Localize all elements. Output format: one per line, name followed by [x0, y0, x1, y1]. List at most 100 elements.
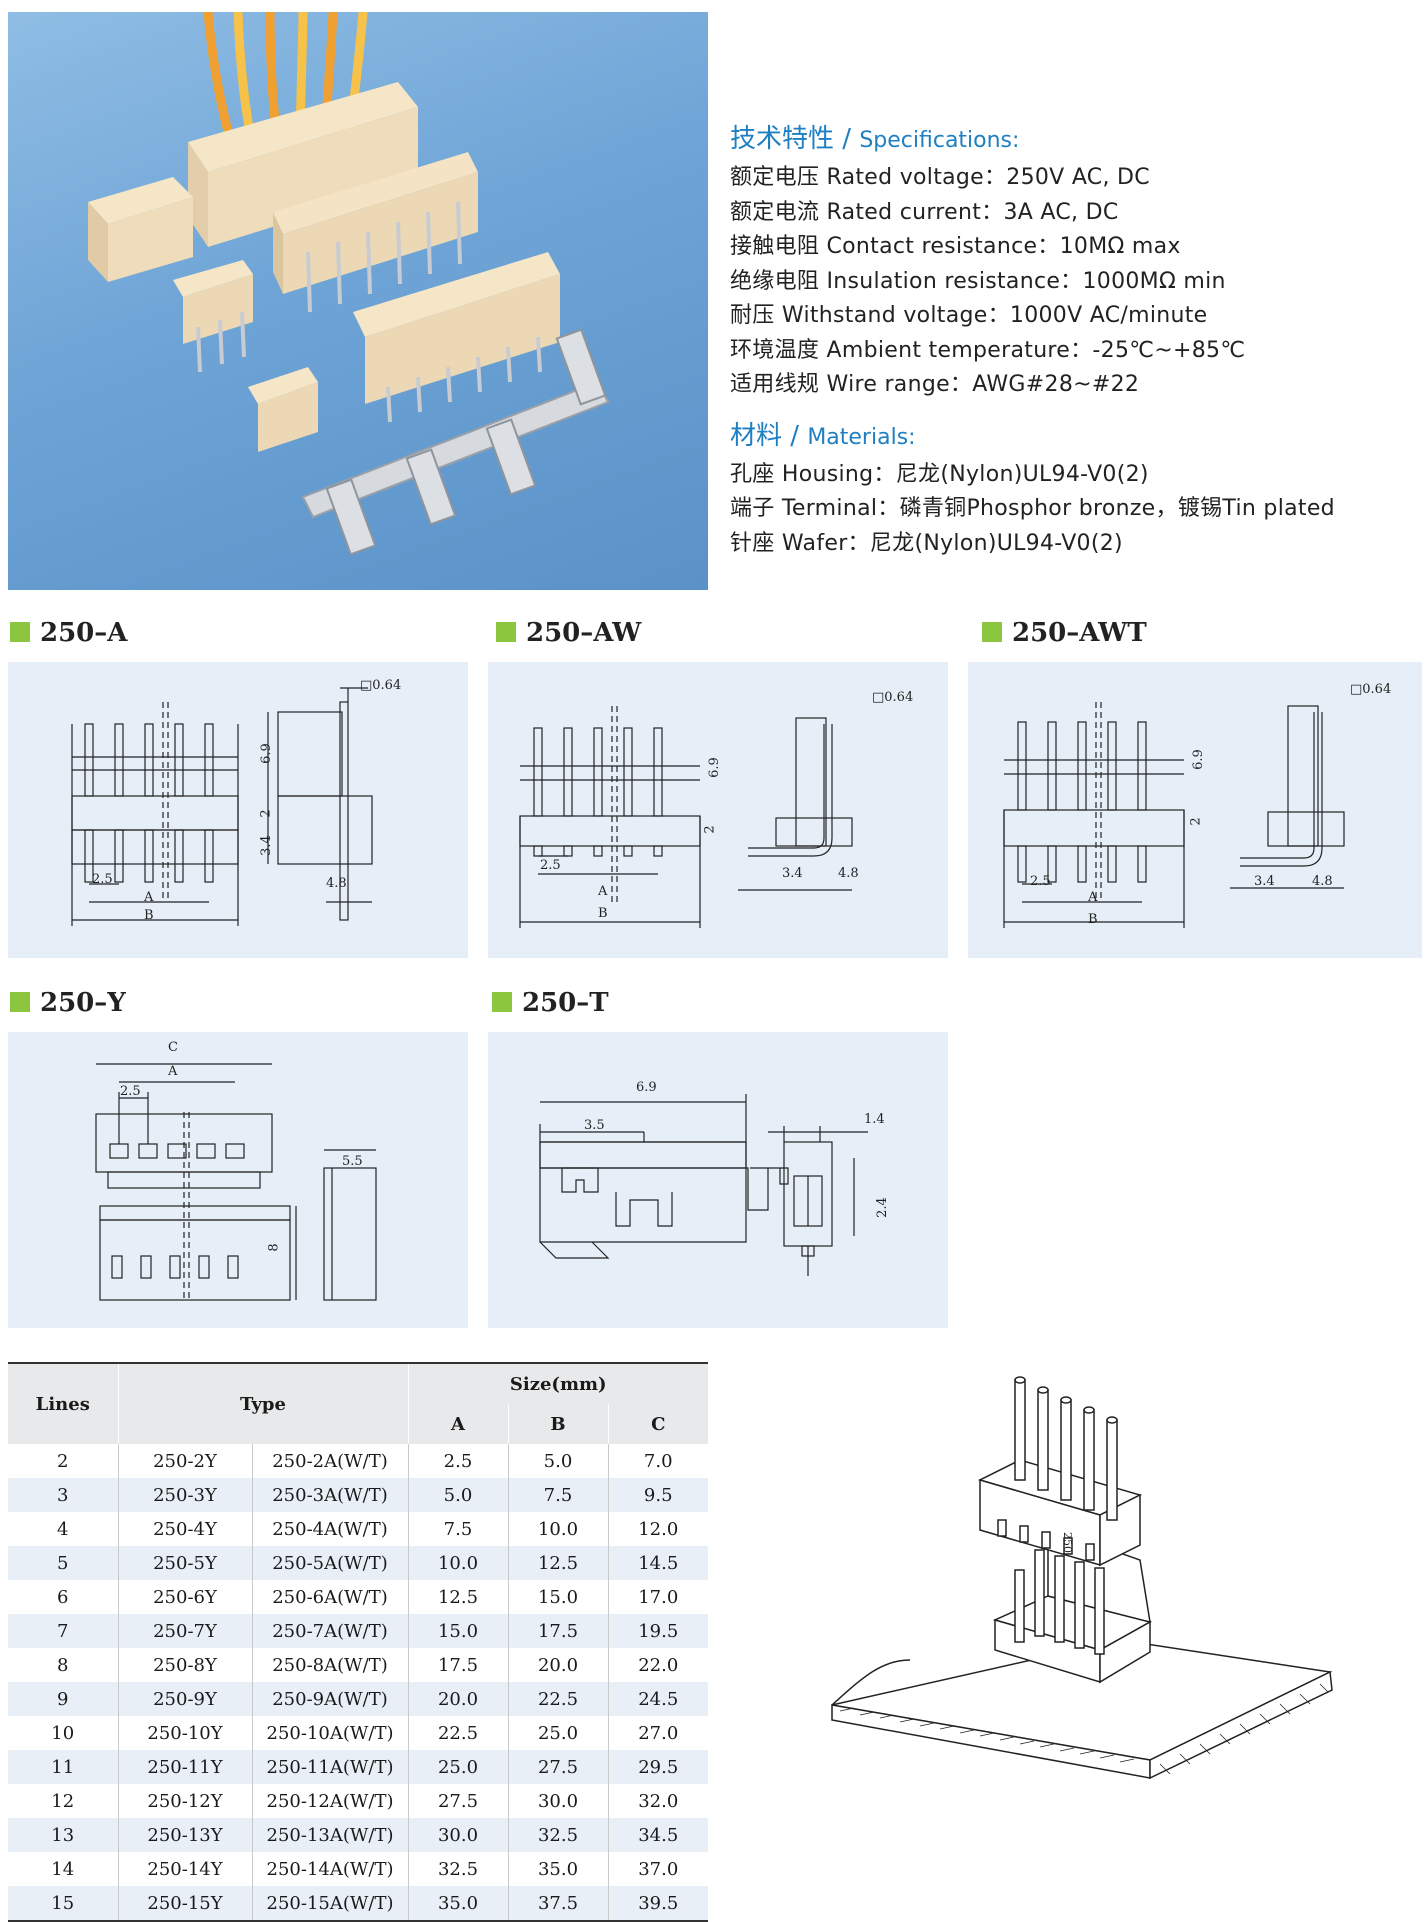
- cell-c: 7.0: [608, 1444, 708, 1478]
- cell-lines: 4: [8, 1512, 119, 1546]
- cell-c: 17.0: [608, 1580, 708, 1614]
- cell-c: 39.5: [608, 1886, 708, 1922]
- cell-lines: 6: [8, 1580, 119, 1614]
- cell-type-a: 250-4A(W/T): [252, 1512, 409, 1546]
- cell-type-y: 250-10Y: [118, 1716, 253, 1750]
- header-size: Size(mm): [408, 1362, 708, 1404]
- spec-ambient-temperature: 环境温度 Ambient temperature：-25℃~+85℃: [730, 337, 1246, 363]
- spec-wire-range: 适用线规 Wire range：AWG#28~#22: [730, 372, 1140, 397]
- green-square-icon: [10, 622, 30, 642]
- cell-type-a: 250-8A(W/T): [252, 1648, 409, 1682]
- green-square-icon: [492, 992, 512, 1012]
- cell-type-y: 250-11Y: [118, 1750, 253, 1784]
- cell-type-a: 250-10A(W/T): [252, 1716, 409, 1750]
- cell-a: 20.0: [408, 1682, 509, 1716]
- cell-type-a: 250-13A(W/T): [252, 1818, 409, 1852]
- materials-heading: 材料 / Materials:: [730, 420, 916, 451]
- cell-type-y: 250-12Y: [118, 1784, 253, 1818]
- cell-type-y: 250-4Y: [118, 1512, 253, 1546]
- cell-c: 12.0: [608, 1512, 708, 1546]
- cell-c: 32.0: [608, 1784, 708, 1818]
- specifications-heading-cn: 技术特性: [730, 124, 835, 154]
- cell-lines: 5: [8, 1546, 119, 1580]
- cell-b: 17.5: [508, 1614, 609, 1648]
- cell-lines: 8: [8, 1648, 119, 1682]
- section-title-text: 250–AW: [526, 618, 642, 648]
- cell-a: 5.0: [408, 1478, 509, 1512]
- cell-c: 19.5: [608, 1614, 708, 1648]
- cell-type-a: 250-3A(W/T): [252, 1478, 409, 1512]
- section-title-250-aw: 250–AW: [496, 618, 641, 648]
- cell-type-a: 250-7A(W/T): [252, 1614, 409, 1648]
- cell-b: 32.5: [508, 1818, 609, 1852]
- specifications-heading: 技术特性 / Specifications:: [730, 124, 1020, 154]
- material-terminal: 端子 Terminal：磷青铜Phosphor bronze，镀锡Tin pla…: [730, 496, 1335, 521]
- material-wafer: 针座 Wafer：尼龙(Nylon)UL94-V0(2): [730, 530, 1123, 556]
- cell-b: 12.5: [508, 1546, 609, 1580]
- cell-type-a: 250-2A(W/T): [252, 1444, 409, 1478]
- cell-a: 17.5: [408, 1648, 509, 1682]
- spec-contact-resistance: 接触电阻 Contact resistance：10MΩ max: [730, 234, 1181, 259]
- iso-housing-marking: 250: [1061, 1532, 1074, 1553]
- cell-b: 25.0: [508, 1716, 609, 1750]
- section-title-text: 250–AWT: [1012, 618, 1147, 648]
- cell-lines: 3: [8, 1478, 119, 1512]
- section-title-250-awt: 250–AWT: [982, 618, 1147, 648]
- cell-type-y: 250-7Y: [118, 1614, 253, 1648]
- cell-a: 32.5: [408, 1852, 509, 1886]
- cell-type-a: 250-11A(W/T): [252, 1750, 409, 1784]
- cell-type-y: 250-14Y: [118, 1852, 253, 1886]
- materials-heading-en: Materials:: [807, 424, 916, 450]
- cell-b: 7.5: [508, 1478, 609, 1512]
- cell-lines: 12: [8, 1784, 119, 1818]
- cell-a: 27.5: [408, 1784, 509, 1818]
- cell-c: 9.5: [608, 1478, 708, 1512]
- cell-b: 27.5: [508, 1750, 609, 1784]
- cell-c: 27.0: [608, 1716, 708, 1750]
- cell-lines: 2: [8, 1444, 119, 1478]
- specifications-block: 技术特性 / Specifications: 额定电压 Rated voltag…: [730, 118, 1420, 561]
- spec-insulation-resistance: 绝缘电阻 Insulation resistance：1000MΩ min: [730, 268, 1226, 294]
- cell-type-y: 250-9Y: [118, 1682, 253, 1716]
- cell-type-y: 250-15Y: [118, 1886, 253, 1922]
- product-photo: [8, 12, 708, 590]
- cell-type-a: 250-6A(W/T): [252, 1580, 409, 1614]
- cell-b: 10.0: [508, 1512, 609, 1546]
- cell-lines: 7: [8, 1614, 119, 1648]
- specifications-heading-en: Specifications:: [859, 128, 1020, 153]
- cell-a: 15.0: [408, 1614, 509, 1648]
- cell-c: 37.0: [608, 1852, 708, 1886]
- header-a: A: [408, 1404, 509, 1444]
- drawing-250-awt: [968, 662, 1422, 958]
- drawing-250-t: [488, 1032, 948, 1328]
- cell-type-y: 250-13Y: [118, 1818, 253, 1852]
- cell-a: 22.5: [408, 1716, 509, 1750]
- cell-lines: 13: [8, 1818, 119, 1852]
- cell-lines: 10: [8, 1716, 119, 1750]
- cell-b: 22.5: [508, 1682, 609, 1716]
- cell-a: 12.5: [408, 1580, 509, 1614]
- cell-type-y: 250-8Y: [118, 1648, 253, 1682]
- cell-a: 35.0: [408, 1886, 509, 1922]
- section-title-250-y: 250–Y: [10, 988, 126, 1018]
- green-square-icon: [982, 622, 1002, 642]
- cell-lines: 11: [8, 1750, 119, 1784]
- cell-lines: 14: [8, 1852, 119, 1886]
- cell-c: 34.5: [608, 1818, 708, 1852]
- header-type: Type: [118, 1362, 409, 1444]
- section-title-text: 250–Y: [40, 988, 126, 1018]
